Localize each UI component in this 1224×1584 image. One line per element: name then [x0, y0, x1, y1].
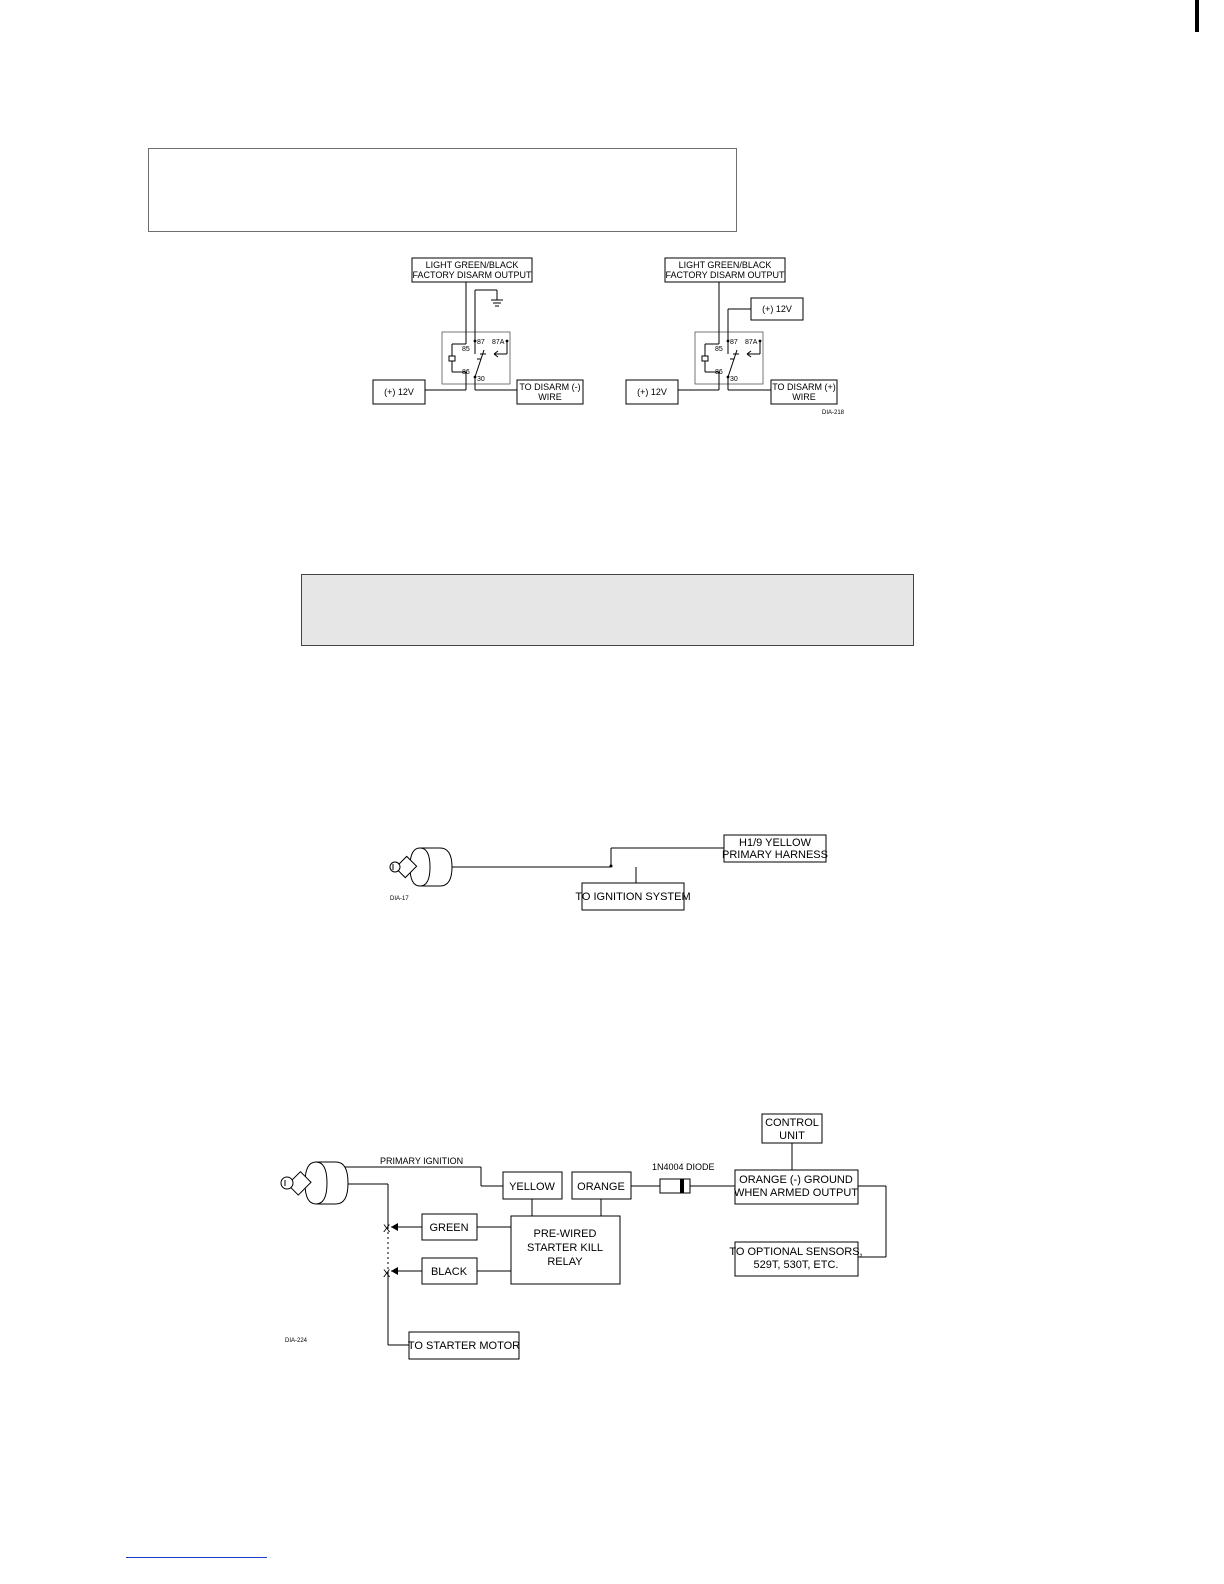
yellow-wire-box [502, 1171, 563, 1200]
green-wire-label: GREEN [429, 1222, 468, 1234]
diagram-code: DIA-224 [285, 1338, 308, 1344]
pin-87a-label: 87A [492, 339, 505, 346]
page-edge-rule [1195, 0, 1199, 32]
note-box-top [148, 148, 737, 232]
harness-label-2: PRIMARY HARNESS [722, 849, 828, 861]
pin-85-label: 85 [715, 346, 723, 353]
to-ignition-system-label: TO IGNITION SYSTEM [575, 891, 690, 903]
yellow-wire-label: YELLOW [509, 1181, 555, 1193]
to-disarm-negative-label-1: TO DISARM (-) [519, 382, 580, 392]
to-disarm-positive-label-1: TO DISARM (+) [772, 382, 836, 392]
factory-disarm-label-2: FACTORY DISARM OUTPUT [665, 270, 785, 280]
pin-85-label: 85 [462, 346, 470, 353]
supply-12v-label: (+) 12V [637, 387, 667, 397]
pin-87-label: 87 [477, 339, 485, 346]
cut-mark-green: X [383, 1223, 391, 1235]
primary-ignition-label: PRIMARY IGNITION [380, 1156, 463, 1166]
relay-label-3: RELAY [547, 1256, 583, 1268]
factory-disarm-label-1: LIGHT GREEN/BLACK [679, 260, 772, 270]
relay-diagram-right: LIGHT GREEN/BLACK FACTORY DISARM OUTPUT … [625, 257, 845, 416]
sensors-label-1: TO OPTIONAL SENSORS, [729, 1246, 862, 1258]
supply-12v-top-label: (+) 12V [762, 304, 792, 314]
diagram-code: DIA-218 [822, 410, 845, 416]
factory-disarm-label-1: LIGHT GREEN/BLACK [426, 260, 519, 270]
cut-mark-black: X [383, 1268, 391, 1280]
h1-9-yellow-harness-box [723, 834, 827, 863]
relay-label-1: PRE-WIRED [534, 1228, 597, 1240]
starter-kill-diagram: PRIMARY IGNITION X X GREEN BLACK YELLOW … [280, 1113, 887, 1360]
diagram-code: DIA-17 [390, 896, 409, 902]
ignition-diagram: H1/9 YELLOW PRIMARY HARNESS TO IGNITION … [389, 834, 828, 911]
sensors-label-2: 529T, 530T, ETC. [754, 1259, 839, 1271]
orange-ground-output-box [734, 1169, 859, 1205]
relay-label-2: STARTER KILL [527, 1242, 603, 1254]
footer-link-underline [126, 1557, 267, 1558]
supply-12v-label: (+) 12V [384, 387, 414, 397]
optional-sensors-box [734, 1241, 859, 1277]
control-unit-label-1: CONTROL [765, 1117, 819, 1129]
to-disarm-negative-label-2: WIRE [538, 392, 562, 402]
to-starter-motor-label: TO STARTER MOTOR [408, 1340, 520, 1352]
diode-symbol [659, 1178, 691, 1194]
supply-12v-box [625, 379, 679, 405]
ground-symbol [491, 299, 503, 307]
diode-label: 1N4004 DIODE [652, 1162, 715, 1172]
output-label-1: ORANGE (-) GROUND [739, 1174, 853, 1186]
orange-wire-box [571, 1171, 632, 1200]
relay-diagram-left: LIGHT GREEN/BLACK FACTORY DISARM OUTPUT … [372, 257, 584, 405]
note-box-shaded [301, 574, 914, 646]
orange-wire-label: ORANGE [577, 1181, 625, 1193]
pin-87-label: 87 [730, 339, 738, 346]
to-starter-motor-box [408, 1331, 520, 1360]
ignition-switch-icon [280, 1161, 349, 1205]
control-unit-label-2: UNIT [779, 1130, 805, 1142]
ignition-switch-icon [389, 847, 453, 887]
supply-12v-box [372, 379, 426, 405]
to-disarm-positive-label-2: WIRE [792, 392, 816, 402]
factory-disarm-output-box [664, 257, 786, 283]
factory-disarm-output-box [411, 257, 533, 283]
to-ignition-system-box [581, 882, 685, 911]
pin-30-label: 30 [477, 376, 485, 383]
harness-label-1: H1/9 YELLOW [739, 837, 812, 849]
pin-30-label: 30 [730, 376, 738, 383]
pin-87a-label: 87A [745, 339, 758, 346]
green-wire-box [421, 1213, 478, 1241]
factory-disarm-label-2: FACTORY DISARM OUTPUT [412, 270, 532, 280]
pre-wired-starter-kill-relay-box [510, 1215, 621, 1285]
output-label-2: WHEN ARMED OUTPUT [734, 1187, 858, 1199]
to-disarm-positive-box [770, 379, 838, 405]
to-disarm-negative-box [516, 379, 584, 405]
black-wire-label: BLACK [431, 1266, 468, 1278]
